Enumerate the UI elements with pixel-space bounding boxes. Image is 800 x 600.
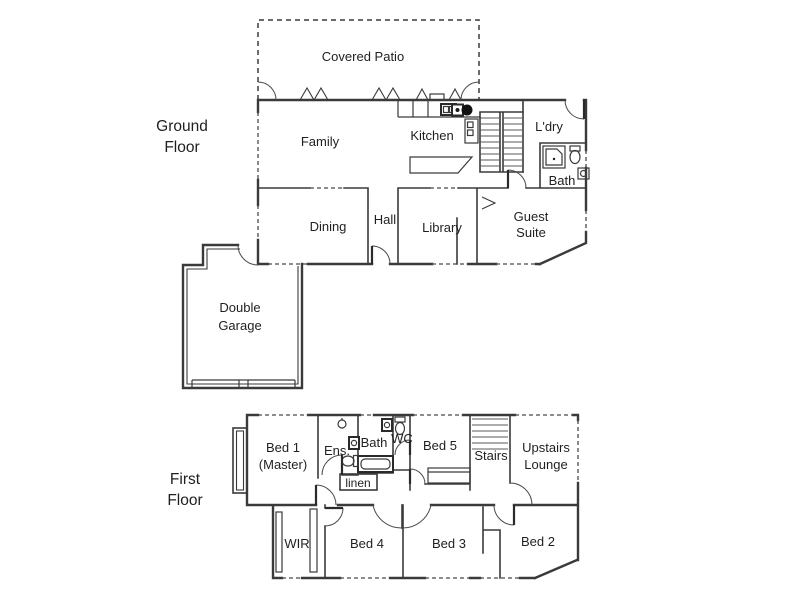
- bathtub-symbol: [357, 455, 394, 473]
- garage-door-post: [238, 379, 249, 389]
- guest-suite-label-line1: Guest: [514, 209, 549, 224]
- lounge-label-line2: Lounge: [524, 457, 567, 472]
- garage-label-line2: Garage: [218, 318, 261, 333]
- linen-label: linen: [345, 476, 370, 490]
- hall-label: Hall: [374, 212, 397, 227]
- stairs-label: Stairs: [474, 448, 508, 463]
- first-floor-title-line2: Floor: [167, 492, 202, 509]
- guest-wardrobe-chevron: [481, 196, 497, 210]
- toilet-symbol-ground: [569, 145, 581, 165]
- basin-symbol-ground: [577, 167, 590, 180]
- linen-closet-box: [339, 473, 378, 491]
- ground-door-arcs: [237, 81, 586, 266]
- ground-exterior-walls: [256, 98, 588, 266]
- first-stairs-symbol: [472, 418, 508, 450]
- first-door-arcs: [314, 439, 533, 529]
- garage-outline: [181, 243, 304, 390]
- ground-stairs-symbol: [479, 111, 524, 173]
- wir-wardrobe-symbols: [275, 508, 318, 573]
- guest-suite-label-line2: Suite: [516, 225, 546, 240]
- ground-floor-title-line1: Ground: [156, 118, 208, 135]
- first-bath-label: Bath: [361, 435, 388, 450]
- wc-label: WC: [391, 431, 413, 446]
- bed5-closet-symbol: [427, 467, 471, 484]
- dining-label: Dining: [310, 219, 347, 234]
- first-window-dashes: [258, 414, 579, 579]
- ensuite-basin-symbol: [348, 436, 360, 450]
- covered-patio-label: Covered Patio: [322, 49, 404, 64]
- bed4-label: Bed 4: [350, 536, 384, 551]
- family-label: Family: [301, 134, 340, 149]
- wall-vent-tab: [429, 93, 445, 101]
- kitchen-counter-symbol: [397, 100, 481, 174]
- ensuite-label: Ens.: [324, 443, 350, 458]
- shower-symbol: [542, 145, 566, 169]
- kitchen-label: Kitchen: [410, 128, 453, 143]
- window-zigzag-icons: [299, 86, 462, 102]
- ground-floor-title-line2: Floor: [164, 139, 199, 156]
- ground-bath-label: Bath: [549, 173, 576, 188]
- ensuite-sink-symbol: [337, 418, 347, 429]
- bed3-label: Bed 3: [432, 536, 466, 551]
- lounge-label-line1: Upstairs: [522, 440, 570, 455]
- cooktop-symbol: [451, 103, 473, 117]
- bed1-label-line2: (Master): [259, 457, 307, 472]
- bay-window-symbol: [232, 427, 248, 494]
- first-interior-walls: [317, 414, 511, 579]
- wc-toilet-symbol: [394, 416, 406, 436]
- first-floor-title-line1: First: [170, 471, 201, 488]
- bath-basin-symbol: [381, 418, 393, 432]
- ground-floor-plan: Ground Floor Covered Patio: [156, 19, 590, 390]
- garage-label-line1: Double: [219, 300, 260, 315]
- bed1-label-line1: Bed 1: [266, 440, 300, 455]
- first-floor-plan: First Floor: [167, 413, 580, 580]
- wir-label: WIR: [284, 536, 309, 551]
- bed2-label: Bed 2: [521, 534, 555, 549]
- covered-patio-outline: [257, 19, 480, 100]
- bed5-label: Bed 5: [423, 438, 457, 453]
- ground-window-dashes: [257, 112, 587, 265]
- laundry-label: L'dry: [535, 119, 563, 134]
- library-label: Library: [422, 220, 462, 235]
